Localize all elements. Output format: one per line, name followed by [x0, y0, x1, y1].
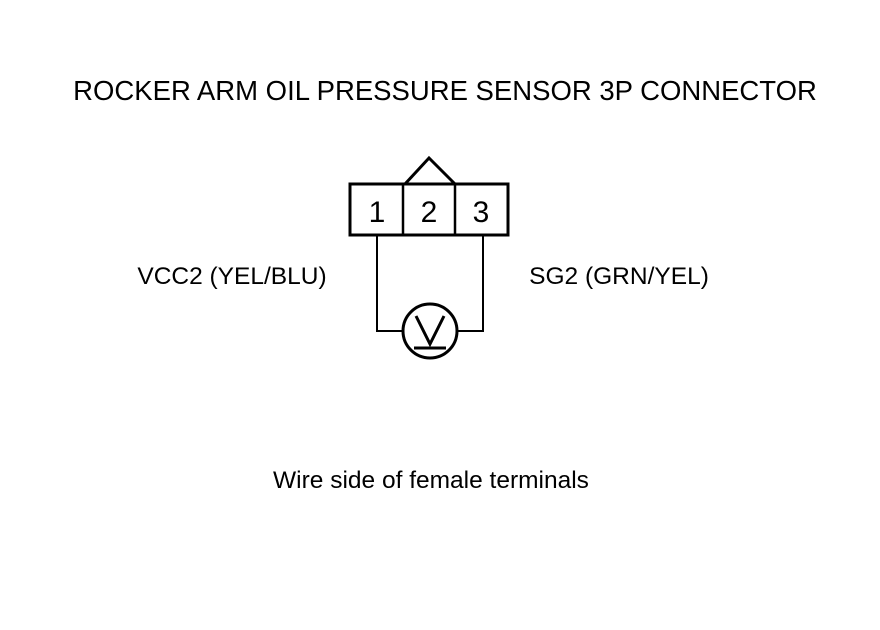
connector-3p: 1 2 3 — [348, 155, 510, 237]
terminal-2-label: 2 — [421, 196, 438, 229]
connector-housing — [348, 182, 510, 237]
voltmeter-icon — [401, 302, 459, 360]
diagram-title: ROCKER ARM OIL PRESSURE SENSOR 3P CONNEC… — [73, 75, 817, 106]
view-caption: Wire side of female terminals — [273, 467, 589, 494]
terminal-1-label: 1 — [369, 196, 386, 229]
terminal-3-label: 3 — [473, 196, 490, 229]
wire-label-vcc2: VCC2 (YEL/BLU) — [137, 263, 326, 290]
voltmeter-v-symbol — [414, 315, 446, 348]
connector-key-tab — [403, 155, 457, 186]
wire-terminal-3 — [457, 235, 484, 332]
wire-terminal-1 — [376, 235, 403, 332]
test-circuit — [376, 235, 484, 360]
wire-label-sg2: SG2 (GRN/YEL) — [529, 263, 709, 290]
